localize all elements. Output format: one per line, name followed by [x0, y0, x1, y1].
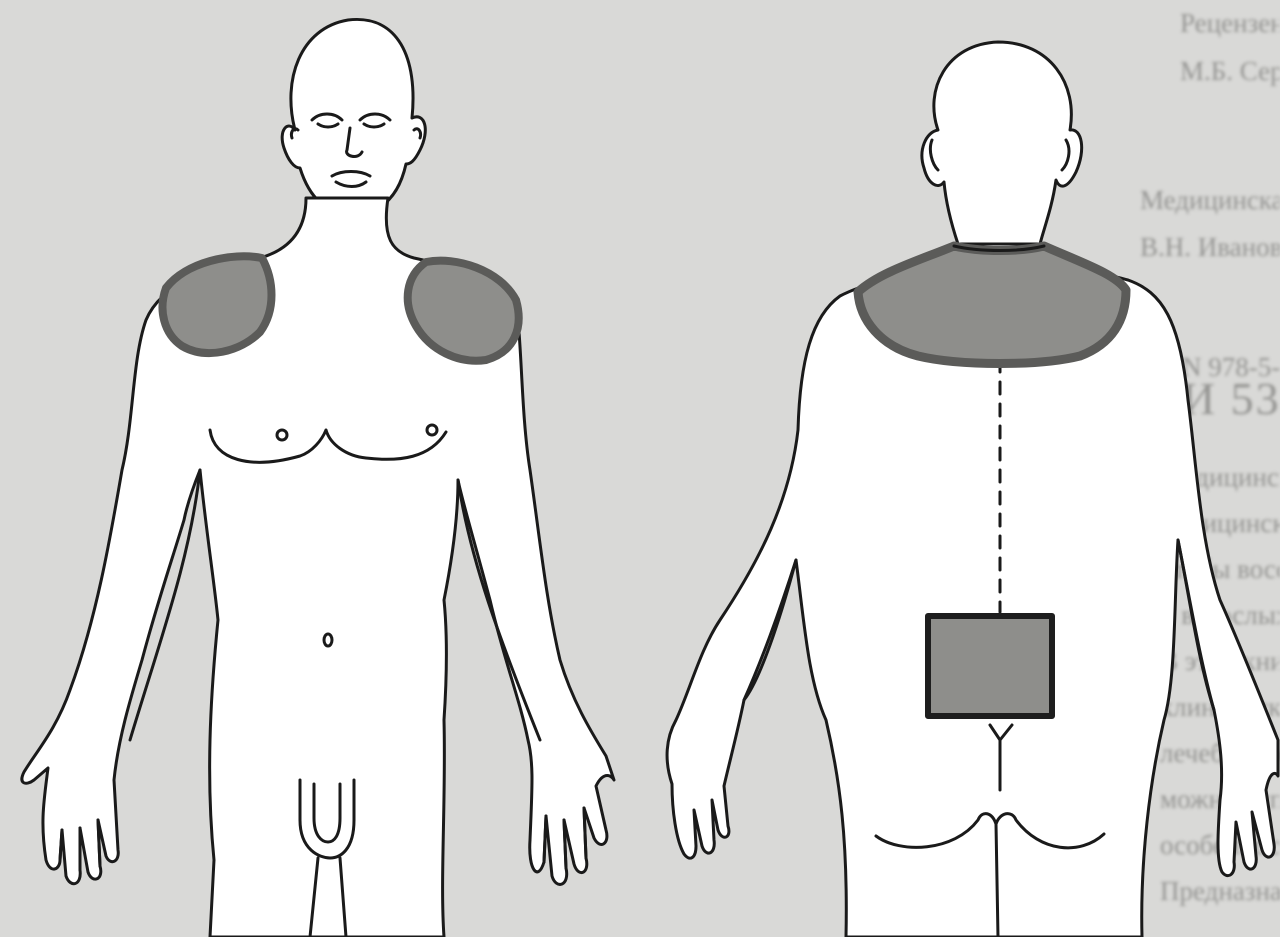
lumbar-zone — [928, 616, 1052, 716]
left-shoulder-zone — [163, 256, 272, 353]
front-view-figure — [22, 19, 614, 937]
collar-zone — [858, 246, 1126, 364]
back-view-figure — [667, 42, 1278, 937]
front-head-outline — [282, 19, 425, 214]
back-head-outline — [922, 42, 1082, 244]
front-body-outline — [22, 198, 614, 937]
